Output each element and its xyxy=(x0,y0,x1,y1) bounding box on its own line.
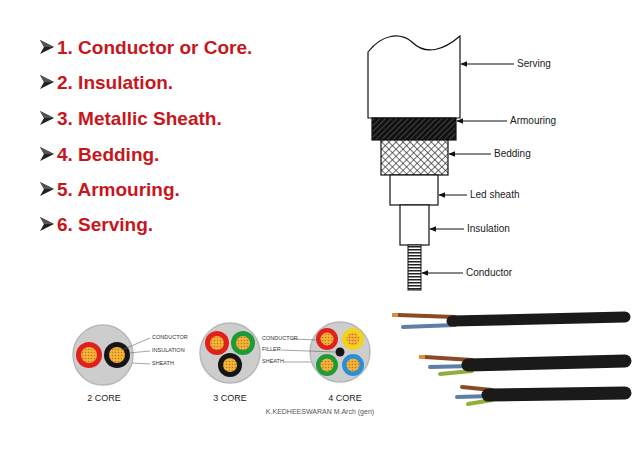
arrow-bullet-shape xyxy=(40,111,54,125)
serving-layer xyxy=(368,36,460,118)
cable-photo xyxy=(392,313,625,404)
cable-sheath xyxy=(310,322,370,382)
arrow-bullet-shade xyxy=(40,182,54,189)
part-label: Serving xyxy=(517,59,551,69)
conductor-strands xyxy=(347,333,360,346)
leader-arrow xyxy=(439,195,467,196)
insulation-red xyxy=(76,342,102,368)
part-label: Bedding xyxy=(494,149,531,159)
core-count-label: 4 CORE xyxy=(328,394,362,403)
leader-line xyxy=(284,362,311,363)
section-label: SHEATH xyxy=(152,361,174,367)
insulation-black xyxy=(218,353,242,377)
leader-arrow xyxy=(430,229,464,230)
leader-line xyxy=(132,363,150,364)
section-label: SHEATH xyxy=(262,359,284,365)
bedding-layer xyxy=(381,140,448,175)
arrow-bullet-shape xyxy=(40,217,54,231)
bullet-group xyxy=(40,40,54,231)
copper-tip xyxy=(419,355,425,359)
section-label: INSULATION xyxy=(152,348,185,354)
section-label: CONDUCTOR xyxy=(152,335,188,341)
section-label: CONDUCTOR xyxy=(262,336,298,342)
arrow-bullet-shape xyxy=(40,75,54,89)
arrow-bullet-shade xyxy=(40,111,54,118)
cable-jacket xyxy=(488,393,625,395)
list-item: 4. Bedding. xyxy=(57,145,159,164)
insulation-green xyxy=(316,354,338,376)
leader-arrow xyxy=(449,154,491,155)
conductor-strands xyxy=(210,336,224,350)
insulation-yellow xyxy=(342,328,364,350)
leader-arrow xyxy=(422,273,463,274)
cable-jacket xyxy=(468,361,625,365)
list-item: 2. Insulation. xyxy=(57,73,173,92)
insulation-red xyxy=(205,331,229,355)
arrow-bullet xyxy=(40,111,54,125)
lead-sheath-layer xyxy=(390,175,438,205)
cable-sheath xyxy=(73,325,133,385)
conductor-strands xyxy=(81,347,97,363)
author-credit: K.KEDHEESWARAN M.Arch (gen) xyxy=(266,408,374,415)
arrow-bullet xyxy=(40,217,54,231)
insulation-blue xyxy=(342,354,364,376)
conductor-strands xyxy=(321,359,334,372)
section-label: FILLER xyxy=(262,347,281,353)
insulation-layer xyxy=(400,205,429,245)
leader-line xyxy=(129,351,150,353)
list-item: 5. Armouring. xyxy=(57,180,180,199)
list-item: 3. Metallic Sheath. xyxy=(57,109,222,128)
list-item: 1. Conductor or Core. xyxy=(57,38,252,57)
arrow-bullet xyxy=(40,182,54,196)
conductor-strands xyxy=(223,358,237,372)
part-label: Insulation xyxy=(467,224,510,234)
core-count-label: 2 CORE xyxy=(87,394,121,403)
part-label: Armouring xyxy=(510,116,556,126)
arrow-bullet-shade xyxy=(40,75,54,82)
arrow-bullet xyxy=(40,40,54,54)
wire-brown xyxy=(398,315,455,317)
armouring-layer xyxy=(372,118,456,140)
arrow-bullet-shade xyxy=(40,40,54,47)
arrow-bullet xyxy=(40,147,54,161)
arrow-bullet-shade xyxy=(40,147,54,154)
part-label: Led sheath xyxy=(470,190,520,200)
leader-arrow xyxy=(461,64,514,65)
conductor-strands xyxy=(321,333,334,346)
insulation-red xyxy=(316,328,338,350)
list-item: 6. Serving. xyxy=(57,215,153,234)
insulation-black xyxy=(104,342,130,368)
conductor-strands xyxy=(347,359,360,372)
arrow-bullet xyxy=(40,75,54,89)
leader-line xyxy=(122,338,150,350)
leader-arrow xyxy=(457,121,507,122)
insulation-green xyxy=(231,331,255,355)
arrow-bullet-shade xyxy=(40,217,54,224)
conductor-strands xyxy=(109,347,125,363)
arrow-bullet-shape xyxy=(40,182,54,196)
core-count-label: 3 CORE xyxy=(213,394,247,403)
cable-sheath xyxy=(200,323,260,383)
filler xyxy=(336,348,345,357)
conductor-core xyxy=(408,245,421,290)
arrow-bullet-shape xyxy=(40,40,54,54)
part-label: Conductor xyxy=(466,268,512,278)
leader-line xyxy=(281,350,335,352)
cable-jacket xyxy=(452,317,625,321)
conductor-strands xyxy=(236,336,250,350)
arrow-bullet-shape xyxy=(40,147,54,161)
wire-blue xyxy=(403,325,455,327)
copper-tip xyxy=(392,313,398,317)
